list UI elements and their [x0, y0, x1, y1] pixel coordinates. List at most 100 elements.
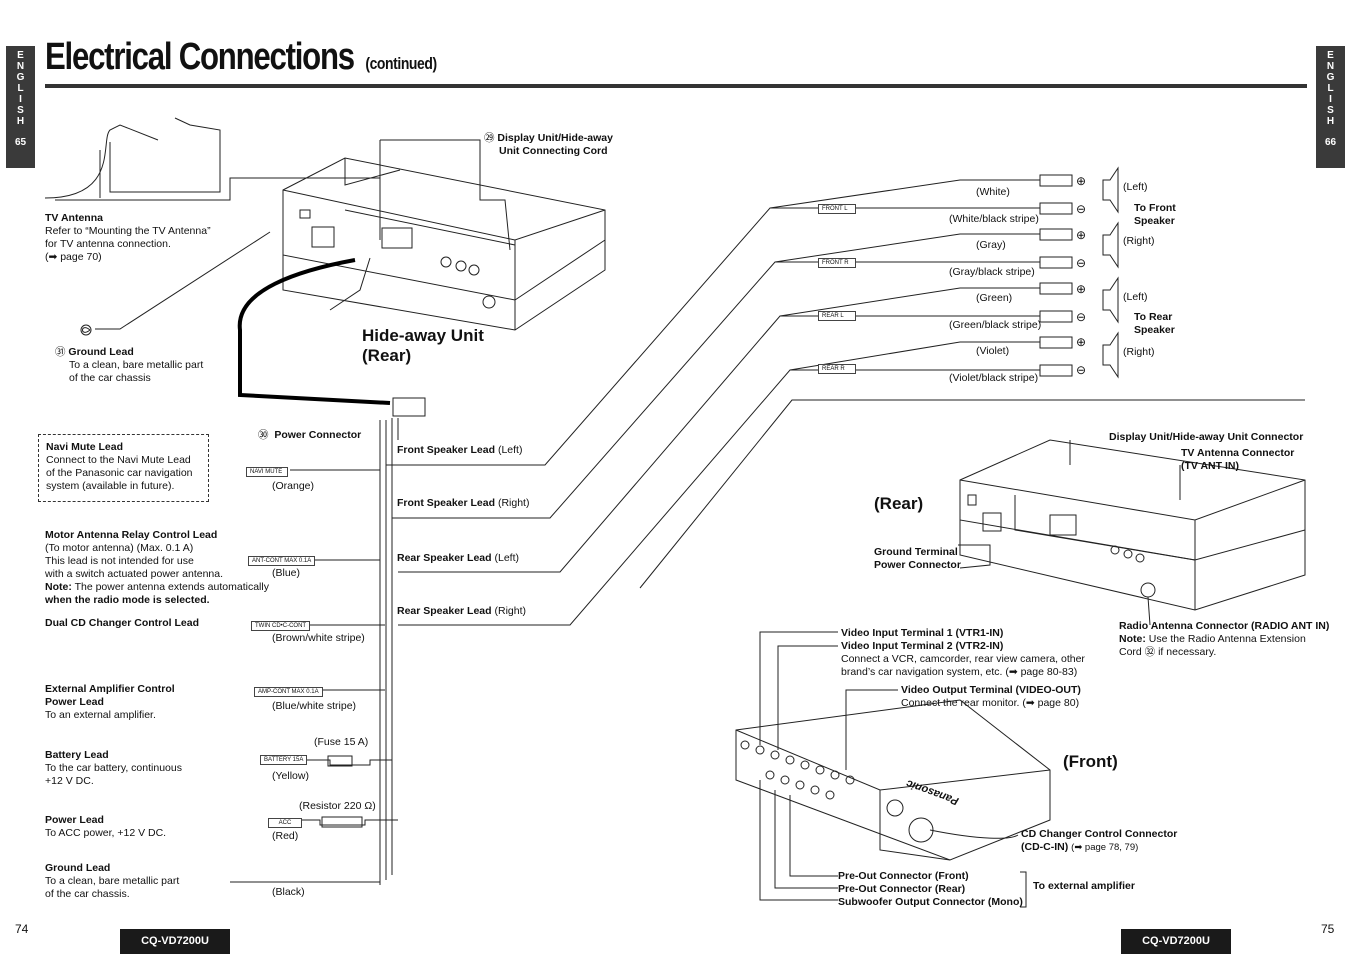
tag-rear-r: REAR R	[818, 364, 856, 374]
speaker-front-left: (Left)	[1123, 181, 1148, 193]
dual-cd-label: Dual CD Changer Control Lead	[45, 617, 200, 629]
minus-3: ⊖	[1076, 310, 1087, 324]
tag-rear-l: REAR L	[818, 311, 856, 321]
wire-gray-black: (Gray/black stripe)	[949, 266, 1035, 278]
battery-color: (Yellow)	[272, 770, 309, 782]
minus-2: ⊖	[1076, 256, 1087, 270]
tab-page-left: 65	[14, 137, 27, 148]
page-title: Electrical Connections(continued)	[45, 36, 437, 78]
tag-front-l: FRONT L	[818, 204, 856, 214]
hideaway-unit-rear	[282, 157, 606, 301]
front-label: (Front)	[1063, 752, 1118, 771]
wire-green: (Green)	[976, 292, 1013, 304]
power-lead-color: (Red)	[272, 830, 299, 842]
tab-letter: H	[16, 116, 25, 127]
minus-1: ⊖	[1076, 202, 1087, 216]
wire-violet: (Violet)	[976, 345, 1010, 357]
tab-letter: E	[17, 50, 24, 61]
plus-1: ⊕	[1076, 174, 1087, 188]
tab-letter: S	[1327, 105, 1334, 116]
tab-letter: N	[1326, 61, 1335, 72]
plus-4: ⊕	[1076, 335, 1087, 349]
main-unit-front	[735, 699, 1051, 861]
navi-mute-color: (Orange)	[272, 480, 315, 492]
plus-2: ⊕	[1076, 228, 1087, 242]
page-number-right: 75	[1321, 922, 1335, 936]
tab-letter: G	[16, 72, 25, 83]
front-speaker-left-label: Front Speaker Lead (Left)	[397, 444, 523, 456]
dual-cd-color: (Brown/white stripe)	[272, 632, 365, 644]
tab-letter: I	[1329, 94, 1332, 105]
ext-amp-color: (Blue/white stripe)	[272, 700, 357, 712]
navi-mute-tag: NAVI MUTE	[246, 467, 288, 477]
tab-letter: L	[1327, 83, 1334, 94]
minus-4: ⊖	[1076, 363, 1087, 377]
display-connector-label: Display Unit/Hide-away Unit Connector	[1109, 431, 1304, 443]
wire-white: (White)	[976, 186, 1010, 198]
rear-speaker-right-label: Rear Speaker Lead (Right)	[397, 605, 526, 617]
battery-tag: BATTERY 15A	[260, 755, 308, 765]
wire-gray: (Gray)	[976, 239, 1006, 251]
title-rule	[45, 84, 1307, 88]
tab-letter: L	[17, 83, 24, 94]
tv-ant-label: TV Antenna Connector(TV ANT IN)	[1181, 447, 1295, 472]
page-subtitle: (continued)	[365, 54, 437, 73]
wire-violet-black: (Violet/black stripe)	[949, 372, 1039, 384]
tab-page-right: 66	[1324, 137, 1337, 148]
battery-fuse: (Fuse 15 A)	[314, 736, 369, 748]
cd-changer-label: CD Changer Control Connector(CD-C-IN) (➡…	[1021, 828, 1178, 853]
motor-antenna-tag: ANT-CONT MAX 0.1A	[248, 556, 316, 566]
tab-letter: N	[16, 61, 25, 72]
dual-cd-tag: TWIN CD•C-CONT	[251, 621, 311, 631]
tab-letter: S	[17, 105, 24, 116]
to-ext-amp-label: To external amplifier	[1033, 880, 1135, 892]
tab-letter: E	[1327, 50, 1334, 61]
speaker-front-right: (Right)	[1123, 235, 1155, 247]
ground-lead-color: (Black)	[272, 886, 305, 898]
speaker-rear-right: (Right)	[1123, 346, 1155, 358]
tab-letter: H	[1326, 116, 1335, 127]
motor-antenna-color: (Blue)	[272, 567, 301, 579]
page-number-left: 74	[15, 922, 29, 936]
rear-speaker-left-label: Rear Speaker Lead (Left)	[397, 552, 519, 564]
power-lead-resistor: (Resistor 220 Ω)	[299, 800, 376, 812]
video-input-label: Video Input Terminal 1 (VTR1-IN)Video In…	[841, 627, 1085, 678]
section-divider	[639, 399, 1305, 589]
power-lead-tag: ACC	[268, 818, 302, 828]
wire-green-black: (Green/black stripe)	[949, 319, 1042, 331]
hideaway-unit-label: Hide-away Unit(Rear)	[362, 326, 484, 365]
front-speaker-right-label: Front Speaker Lead (Right)	[397, 497, 530, 509]
tv-antenna-cable	[44, 124, 159, 199]
tab-letter: I	[19, 94, 22, 105]
model-badge-left: CQ-VD7200U	[120, 929, 230, 954]
rear-label: (Rear)	[874, 494, 924, 513]
radio-ant-label: Radio Antenna Connector (RADIO ANT IN)No…	[1119, 620, 1330, 658]
plus-3: ⊕	[1076, 282, 1087, 296]
speaker-rear-left: (Left)	[1123, 291, 1148, 303]
ext-amp-tag: AMP-CONT MAX 0.1A	[254, 687, 323, 697]
tab-letter: G	[1326, 72, 1335, 83]
speaker-icons	[1102, 166, 1119, 379]
speaker-plugs	[1039, 174, 1073, 377]
power-connector-label: ㉚ Power Connector	[258, 429, 362, 441]
video-output-label: Video Output Terminal (VIDEO-OUT)Connect…	[901, 684, 1081, 709]
model-badge-right: CQ-VD7200U	[1121, 929, 1231, 954]
wire-white-black: (White/black stripe)	[949, 213, 1039, 225]
tag-front-r: FRONT R	[818, 258, 856, 268]
motor-antenna-label: Motor Antenna Relay Control Lead(To moto…	[45, 529, 269, 606]
pre-out-labels: Pre-Out Connector (Front)Pre-Out Connect…	[838, 870, 1023, 908]
